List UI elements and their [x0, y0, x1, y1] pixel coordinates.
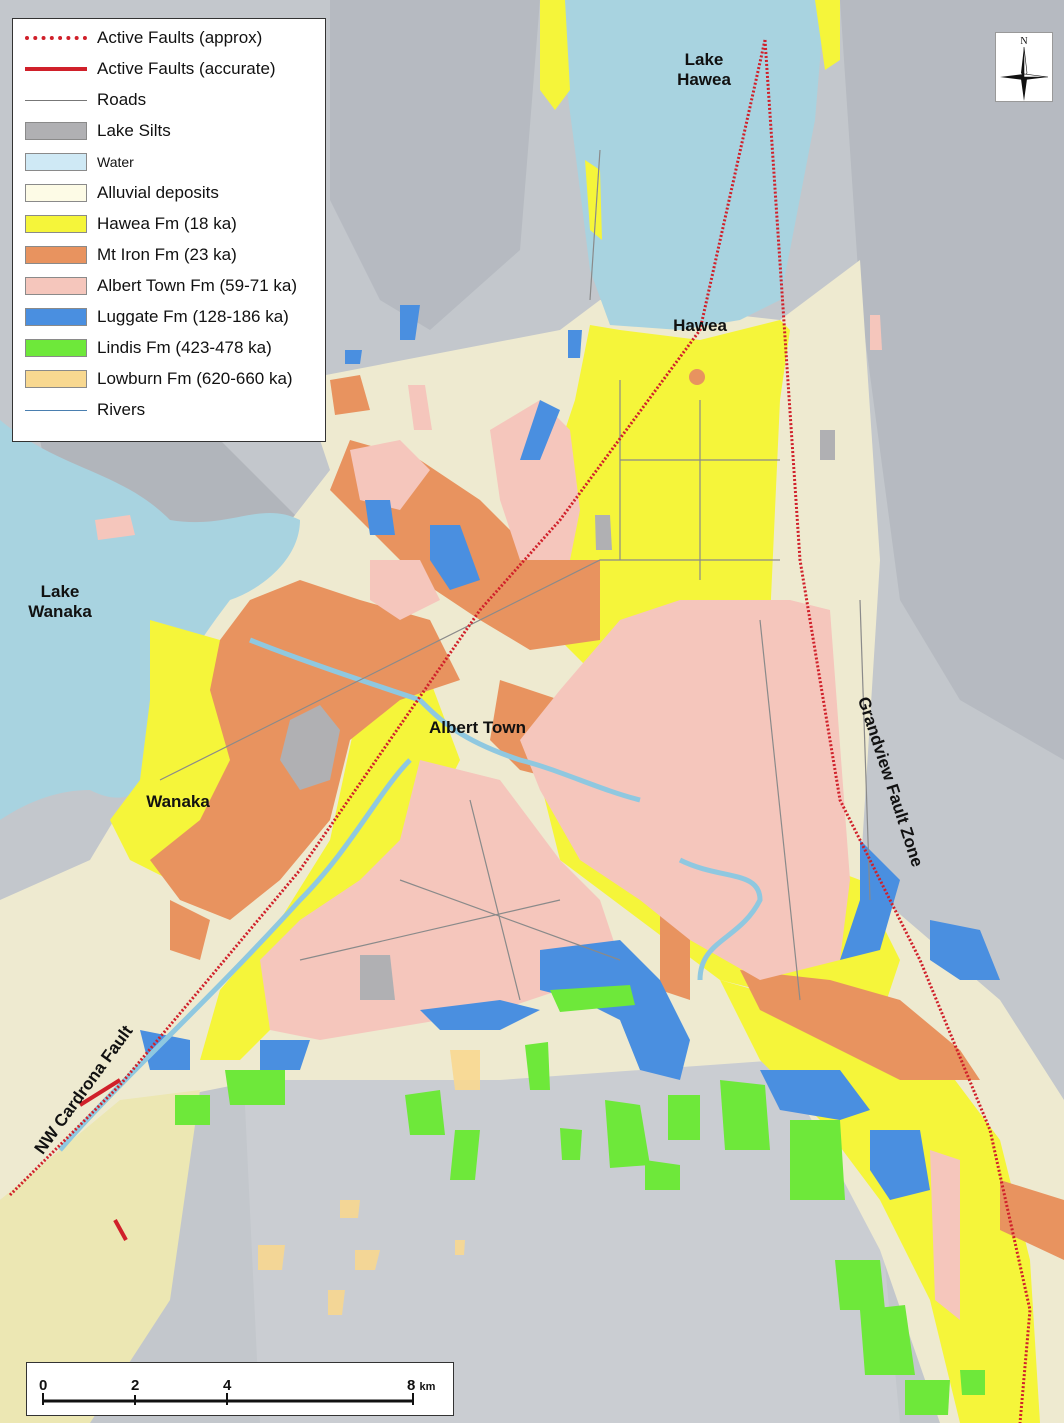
- legend-label: Water: [97, 154, 134, 170]
- lowburn-fm: [258, 1050, 480, 1315]
- legend-symbol: [25, 308, 87, 326]
- lindis-fm: [175, 985, 985, 1415]
- legend-label: Lindis Fm (423-478 ka): [97, 338, 272, 357]
- lake-silts: [280, 430, 835, 1000]
- scale-bar-graphic: [42, 1393, 414, 1405]
- label-wanaka: Wanaka: [146, 792, 210, 811]
- roads: [159, 149, 871, 1001]
- legend-label: Lake Silts: [97, 121, 171, 140]
- legend-symbol: [25, 215, 87, 233]
- legend-symbol: [25, 339, 87, 357]
- scale-tick-2: 2: [131, 1377, 140, 1394]
- legend-label: Active Faults (accurate): [97, 59, 276, 78]
- active-faults: [8, 39, 1032, 1423]
- north-arrow: N: [995, 32, 1053, 102]
- legend-symbol: [25, 91, 87, 109]
- legend-item: Hawea Fm (18 ka): [25, 213, 237, 235]
- terrain-relief: [40, 0, 1064, 1423]
- legend-label: Alluvial deposits: [97, 183, 219, 202]
- legend-item: Water: [25, 151, 134, 173]
- legend-label: Mt Iron Fm (23 ka): [97, 245, 237, 264]
- legend-label: Hawea Fm (18 ka): [97, 214, 237, 233]
- legend-item: Alluvial deposits: [25, 182, 219, 204]
- fault-approx-nw-cardrona: [8, 39, 767, 1197]
- legend-symbol: [25, 122, 87, 140]
- legend-item: Roads: [25, 89, 146, 111]
- scale-tick-8-value: 8: [407, 1377, 416, 1394]
- legend-item: Lowburn Fm (620-660 ka): [25, 368, 293, 390]
- legend-label: Lowburn Fm (620-660 ka): [97, 369, 293, 388]
- legend-symbol: [25, 184, 87, 202]
- legend-symbol: [25, 60, 87, 78]
- legend-symbol: [25, 29, 87, 47]
- scale-tick-8: 8 km: [407, 1377, 435, 1394]
- legend-label: Roads: [97, 90, 147, 109]
- legend-item: Lake Silts: [25, 120, 171, 142]
- legend-label: Luggate Fm (128-186 ka): [97, 307, 289, 326]
- scale-tick-4: 4: [223, 1377, 232, 1394]
- legend-item: Luggate Fm (128-186 ka): [25, 306, 289, 328]
- legend-item: Lindis Fm (423-478 ka): [25, 337, 272, 359]
- scale-unit: km: [419, 1381, 436, 1393]
- fault-accurate-segment-2: [113, 1219, 128, 1241]
- legend-item: Active Faults (approx): [25, 27, 262, 49]
- scale-tick-0: 0: [39, 1377, 48, 1394]
- label-albert-town: Albert Town: [429, 718, 526, 737]
- legend-item: Mt Iron Fm (23 ka): [25, 244, 237, 266]
- legend-symbol: [25, 277, 87, 295]
- legend-label: Rivers: [97, 400, 146, 419]
- north-letter: N: [1020, 36, 1027, 47]
- scale-bar: 0 2 4 8 km: [26, 1362, 454, 1416]
- legend-label: Albert Town Fm (59-71 ka): [97, 276, 297, 295]
- fault-accurate-segment: [78, 1078, 122, 1107]
- legend-symbol: [25, 153, 87, 171]
- map-legend: Active Faults (approx) Active Faults (acc…: [12, 18, 326, 442]
- legend-item: Albert Town Fm (59-71 ka): [25, 275, 297, 297]
- legend-item: Active Faults (accurate): [25, 58, 276, 80]
- legend-item: Rivers: [25, 399, 145, 421]
- label-hawea: Hawea: [673, 316, 727, 335]
- compass-icon: N: [1000, 36, 1049, 101]
- legend-symbol: [25, 370, 87, 388]
- legend-symbol: [25, 401, 87, 419]
- fault-approx-grandview: [763, 39, 1032, 1423]
- legend-label: Active Faults (approx): [97, 28, 263, 47]
- legend-symbol: [25, 246, 87, 264]
